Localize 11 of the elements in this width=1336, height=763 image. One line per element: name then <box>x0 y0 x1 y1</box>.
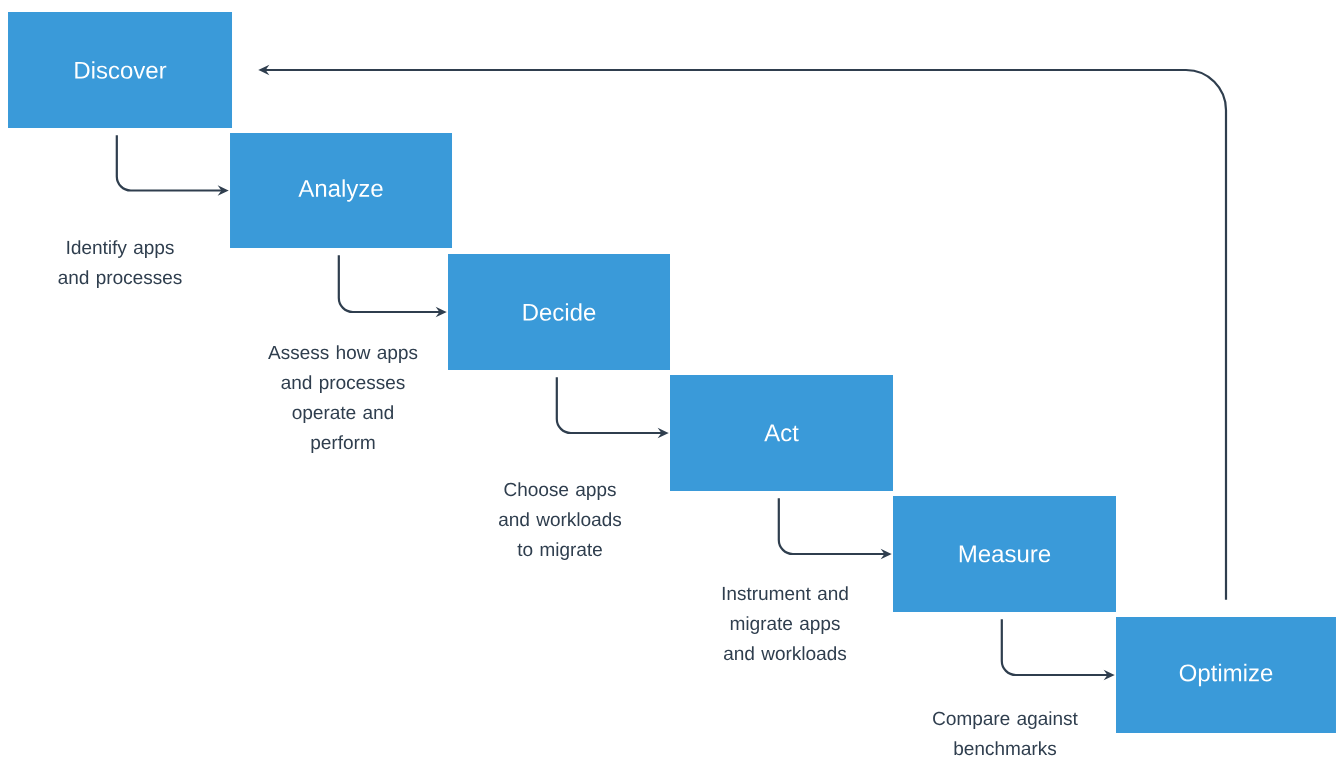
step-box: Discover <box>8 12 232 128</box>
step-box: Decide <box>448 254 670 370</box>
step-description: Compare against benchmarks <box>933 711 1078 756</box>
step-description: Assess how apps and processes operate and perform <box>268 345 418 453</box>
step-box: Analyze <box>230 133 452 248</box>
step-description: Identify apps and processes <box>58 240 182 288</box>
step-box: Optimize <box>1116 617 1336 733</box>
step-description: Instrument and migrate apps and workloads <box>722 586 848 661</box>
step-box: Measure <box>893 496 1116 612</box>
step-description: Choose apps and workloads to migrate <box>499 482 622 560</box>
step-box: Act <box>670 375 893 491</box>
